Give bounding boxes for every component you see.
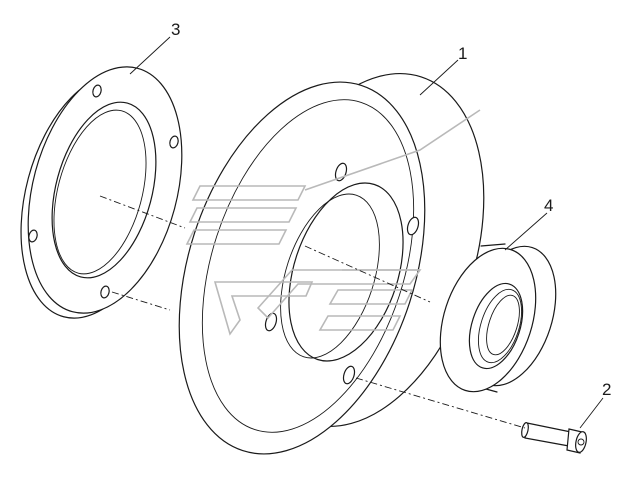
callout-3: 3 — [171, 20, 180, 39]
callout-2: 2 — [602, 380, 611, 399]
callout-4: 4 — [544, 196, 553, 215]
disc-part-1 — [178, 73, 485, 455]
flange-part-3 — [20, 66, 183, 319]
leader-lines — [129, 36, 604, 429]
bearing-part-4 — [439, 243, 557, 393]
screw-part-2 — [521, 422, 587, 454]
watermark-logo — [185, 109, 481, 336]
center-lines — [99, 195, 526, 429]
callout-1: 1 — [458, 44, 467, 63]
